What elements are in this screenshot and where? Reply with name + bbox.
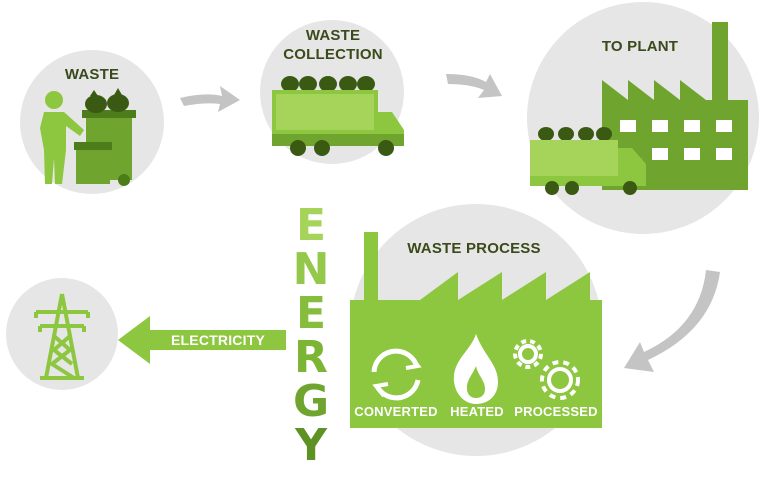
energy-letter-3: E — [295, 288, 327, 339]
collection-label-line1: WASTE — [305, 27, 361, 44]
electricity-arrow — [118, 316, 286, 364]
to-plant-label: TO PLANT — [601, 38, 679, 55]
flow-arrow-1 — [180, 86, 240, 112]
bin-icon — [74, 110, 136, 186]
energy-letter-2: N — [292, 244, 330, 295]
energy-letter-1: E — [295, 200, 327, 251]
energy-letter-5: G — [292, 376, 330, 427]
plant-truck-icon — [530, 127, 646, 195]
gears-icon — [513, 339, 580, 400]
person-icon — [40, 91, 84, 184]
flame-icon — [453, 334, 498, 404]
collection-label-line2: COLLECTION — [283, 46, 383, 63]
flow-arrow-3 — [624, 270, 720, 372]
processed-label: PROCESSED — [514, 404, 598, 419]
electricity-circle — [6, 278, 118, 390]
waste-label: WASTE — [64, 66, 120, 83]
energy-letter-6: Y — [295, 420, 327, 471]
energy-letter-4: R — [294, 332, 328, 383]
collection-label: WASTE COLLECTION — [268, 26, 398, 64]
heated-label: HEATED — [450, 404, 504, 419]
flow-arrow-2 — [446, 74, 502, 98]
converted-label: CONVERTED — [354, 404, 438, 419]
electricity-label: ELECTRICITY — [171, 332, 265, 348]
recycle-icon — [371, 348, 422, 401]
garbage-truck-icon — [272, 76, 404, 156]
power-tower-icon — [34, 293, 90, 380]
waste-process-label: WASTE PROCESS — [407, 240, 541, 257]
garbage-bag-icon — [85, 88, 129, 113]
